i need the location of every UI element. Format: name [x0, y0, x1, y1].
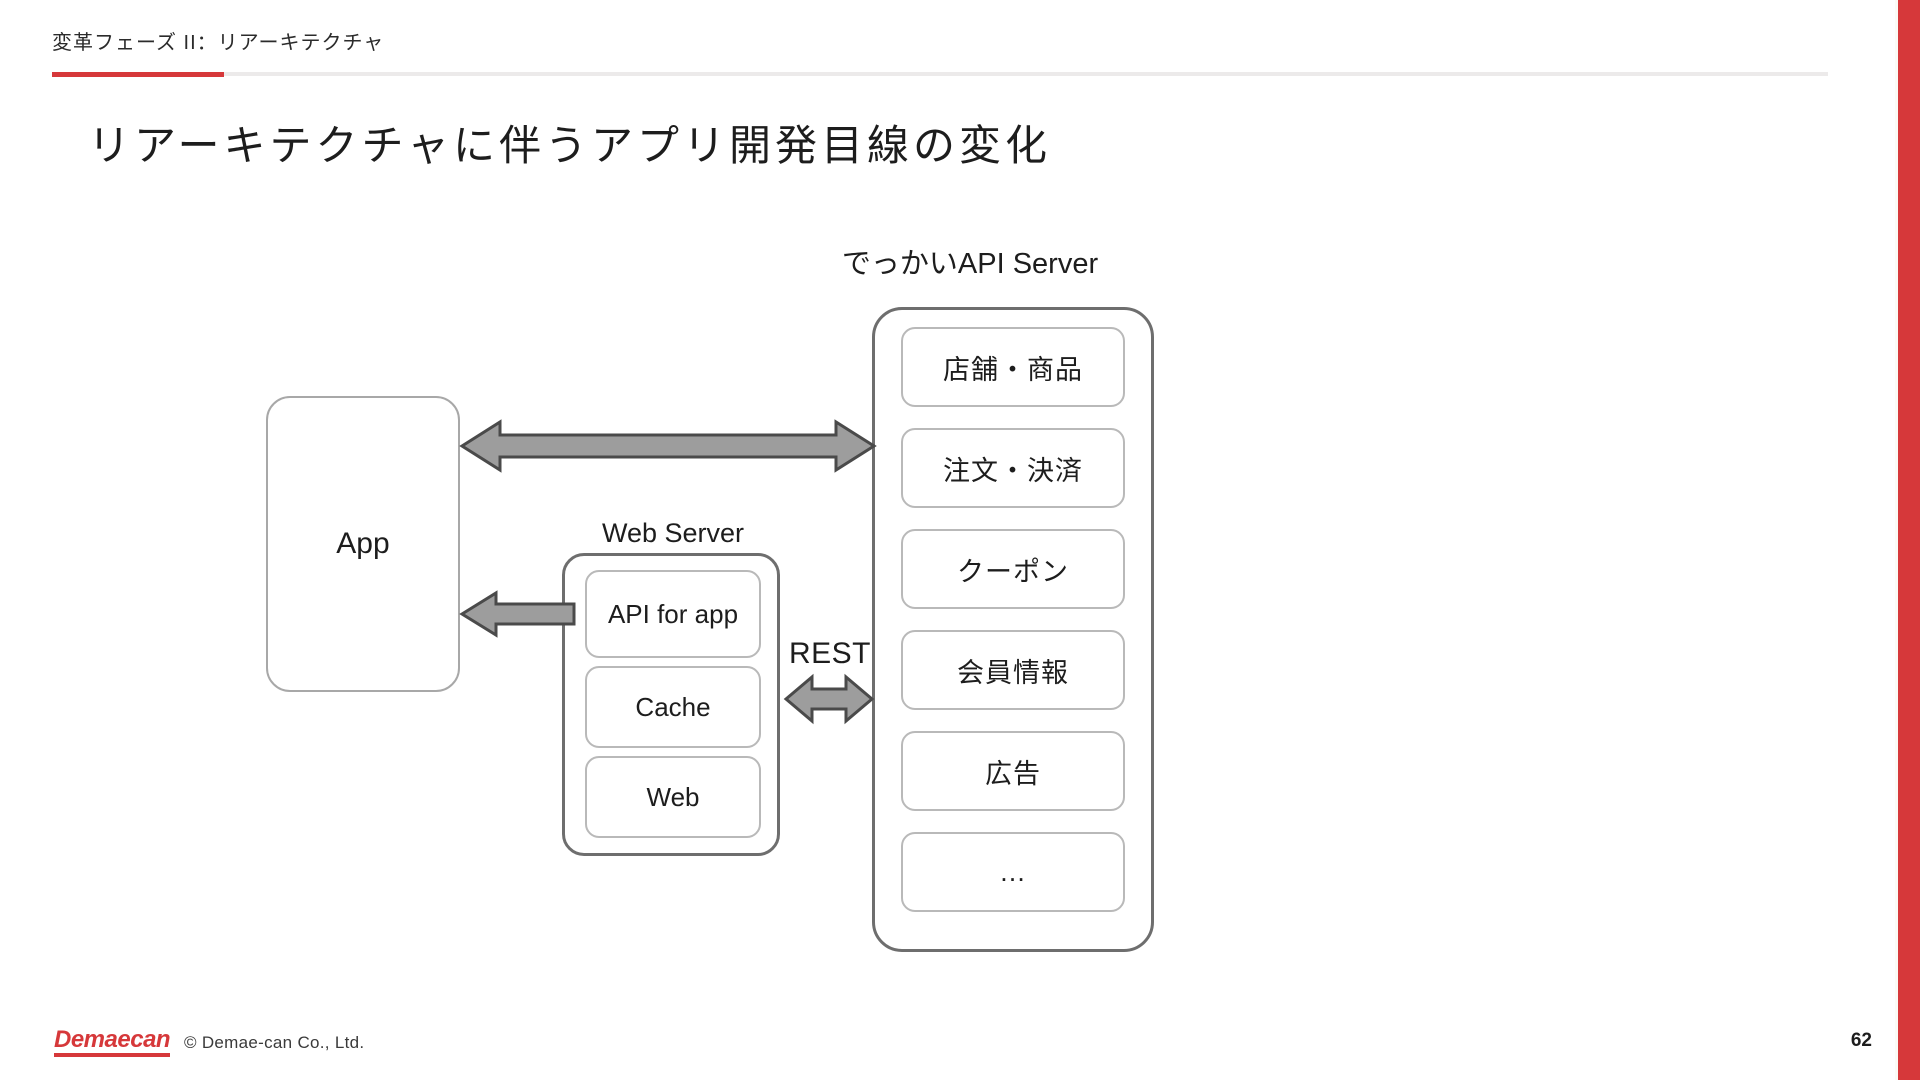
diagram-node-api-for-app-label: API for app [607, 598, 739, 629]
diagram-node-order-payment-label: 注文・決済 [943, 455, 1083, 486]
diagram-node-web-label: Web [646, 781, 700, 812]
diagram-group-api-server-label: でっかいAPI Server [841, 248, 1099, 280]
diagram-node-store-product: 店舗・商品 [901, 327, 1125, 407]
diagram-node-store-product-label: 店舗・商品 [943, 354, 1083, 385]
header-section-label: 変革フェーズ II：リアーキテクチャ [52, 32, 385, 54]
diagram-node-coupon: クーポン [901, 529, 1125, 609]
right-edge-gap [1895, 0, 1898, 1080]
diagram-node-member-info-label: 会員情報 [957, 657, 1069, 688]
diagram-node-ellipsis: … [901, 832, 1125, 912]
arrow-app-to-api-server-icon [459, 419, 877, 473]
page-number: 62 [1850, 1030, 1872, 1051]
diagram-node-api-for-app: API for app [585, 570, 761, 658]
diagram-node-coupon-label: クーポン [957, 556, 1069, 587]
right-edge-accent-bar [1898, 0, 1920, 1080]
diagram-node-cache-label: Cache [635, 691, 711, 722]
footer-copyright: © Demae-can Co., Ltd. [184, 1033, 365, 1052]
diagram-node-order-payment: 注文・決済 [901, 428, 1125, 508]
diagram-node-advertisement: 広告 [901, 731, 1125, 811]
diagram-node-advertisement-label: 広告 [985, 758, 1041, 789]
header-divider-line [52, 72, 1828, 76]
arrow-rest-label: REST [789, 637, 872, 670]
diagram-node-cache: Cache [585, 666, 761, 748]
arrow-rest-icon [783, 673, 875, 725]
diagram-node-app: App [266, 396, 460, 692]
diagram-node-ellipsis-label: … [999, 856, 1027, 887]
diagram-group-api-server: 店舗・商品 注文・決済 クーポン 会員情報 広告 … [872, 307, 1154, 952]
brand-logo: Demaecan [54, 1028, 171, 1057]
page-title: リアーキテクチャに伴うアプリ開発目線の変化 [88, 122, 1052, 169]
diagram-node-web: Web [585, 756, 761, 838]
diagram-group-web-server-label: Web Server [601, 518, 745, 548]
diagram-node-member-info: 会員情報 [901, 630, 1125, 710]
header-divider-accent [52, 72, 224, 77]
diagram-node-app-label: App [336, 527, 390, 560]
slide-header: 変革フェーズ II：リアーキテクチャ [52, 26, 1832, 77]
arrow-web-server-to-app-icon [459, 590, 576, 638]
diagram-group-web-server: API for app Cache Web [562, 553, 780, 856]
